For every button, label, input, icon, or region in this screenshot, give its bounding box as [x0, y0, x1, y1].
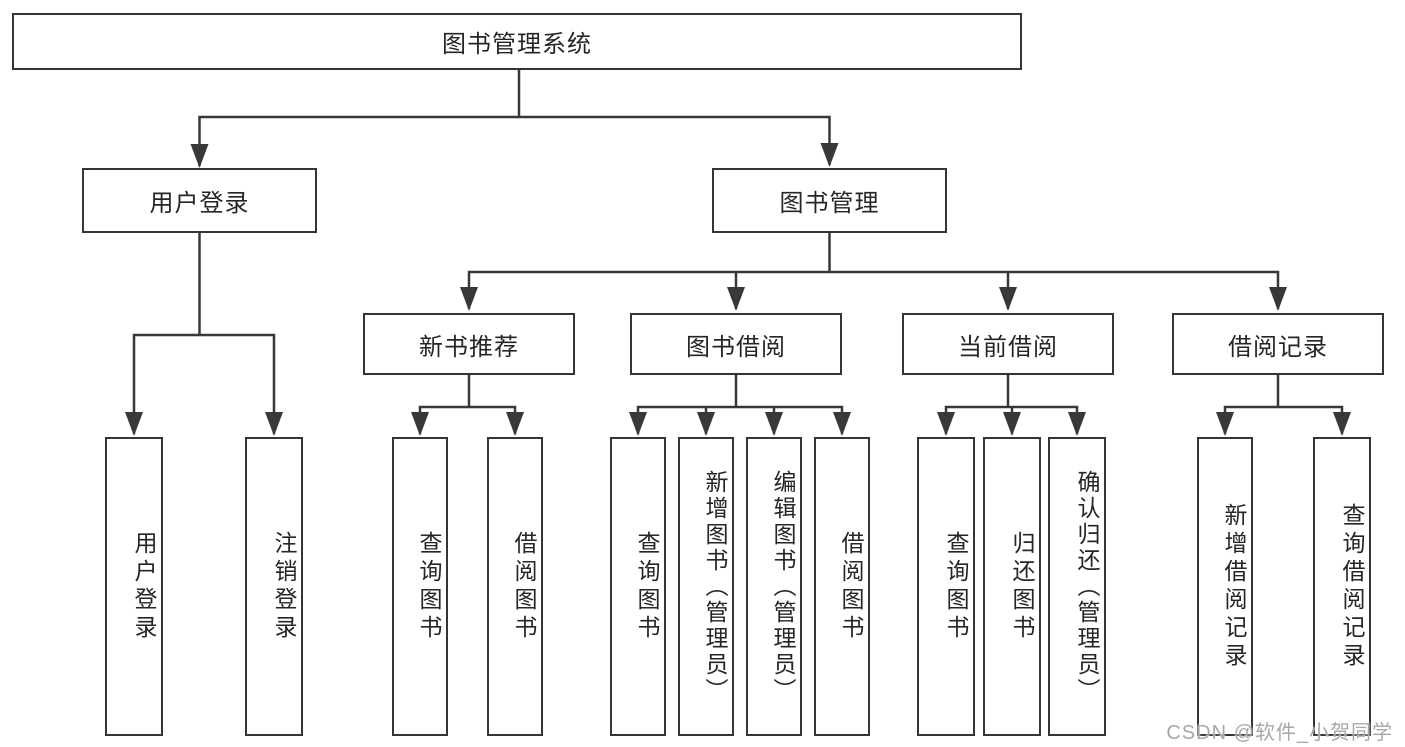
csdn-watermark: CSDN @软件_小贺同学 [1166, 722, 1393, 744]
node-user-login: 用户登录 [82, 168, 317, 233]
leaf-user-login: 用户登录 [105, 437, 163, 736]
leaf-query-books-recommend: 查询图书 [392, 437, 448, 736]
leaf-query-books-current: 查询图书 [917, 437, 975, 736]
leaf-query-books-borrow: 查询图书 [610, 437, 666, 736]
leaf-confirm-return-admin: 确认归还（管理员） [1048, 437, 1106, 736]
leaf-add-book-admin: 新增图书（管理员） [678, 437, 734, 736]
node-root-system: 图书管理系统 [12, 13, 1022, 70]
arrowheads [125, 143, 1351, 436]
node-current-borrow: 当前借阅 [902, 313, 1114, 375]
node-book-borrow: 图书借阅 [630, 313, 842, 375]
leaf-borrow-books: 借阅图书 [814, 437, 870, 736]
leaf-borrow-books-recommend: 借阅图书 [487, 437, 543, 736]
leaf-logout-login: 注销登录 [245, 437, 303, 736]
leaf-add-borrow-record: 新增借阅记录 [1197, 437, 1253, 736]
node-book-management: 图书管理 [712, 168, 947, 233]
node-new-book-recommend: 新书推荐 [363, 313, 575, 375]
leaf-query-borrow-record: 查询借阅记录 [1313, 437, 1371, 736]
leaf-return-book: 归还图书 [983, 437, 1041, 736]
leaf-edit-book-admin: 编辑图书（管理员） [746, 437, 802, 736]
node-borrow-records: 借阅记录 [1172, 313, 1384, 375]
